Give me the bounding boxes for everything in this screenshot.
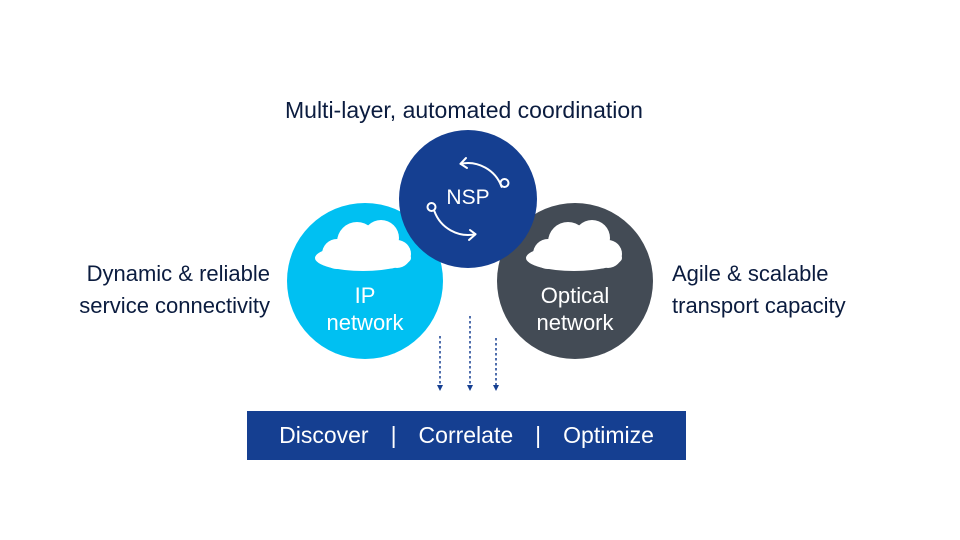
optical-network-label-line2: network <box>536 310 614 335</box>
dotted-down-arrow-icon <box>437 336 443 391</box>
optical-description: Agile & scalable transport capacity <box>672 258 846 322</box>
optical-description-line2: transport capacity <box>672 293 846 318</box>
cloud-icon <box>526 220 622 271</box>
dotted-down-arrow-icon <box>493 338 499 391</box>
correlate-label: Correlate <box>418 422 514 448</box>
dotted-down-arrow-icon <box>467 316 473 391</box>
cycle-arrows-icon <box>426 157 510 241</box>
ip-network-label-line1: IP <box>354 283 376 308</box>
discover-label: Discover <box>279 422 369 448</box>
ip-description-line1: Dynamic & reliable <box>86 261 270 286</box>
dotted-arrows <box>437 316 499 391</box>
separator: | <box>535 422 542 448</box>
optical-network-label-line1: Optical <box>540 283 610 308</box>
ip-description-line2: service connectivity <box>79 293 270 318</box>
optical-description-line1: Agile & scalable <box>672 261 829 286</box>
ip-network-label-line2: network <box>326 310 404 335</box>
diagram-title: Multi-layer, automated coordination <box>285 97 643 123</box>
action-bar: Discover | Correlate | Optimize <box>247 411 686 460</box>
ip-description: Dynamic & reliable service connectivity <box>79 258 270 322</box>
nsp-circle <box>399 130 537 268</box>
ip-network-label: IP network <box>287 282 443 336</box>
nsp-label: NSP <box>446 186 490 209</box>
separator: | <box>390 422 397 448</box>
optimize-label: Optimize <box>563 422 654 448</box>
optical-network-label: Optical network <box>497 282 653 336</box>
cloud-icon <box>315 220 411 271</box>
